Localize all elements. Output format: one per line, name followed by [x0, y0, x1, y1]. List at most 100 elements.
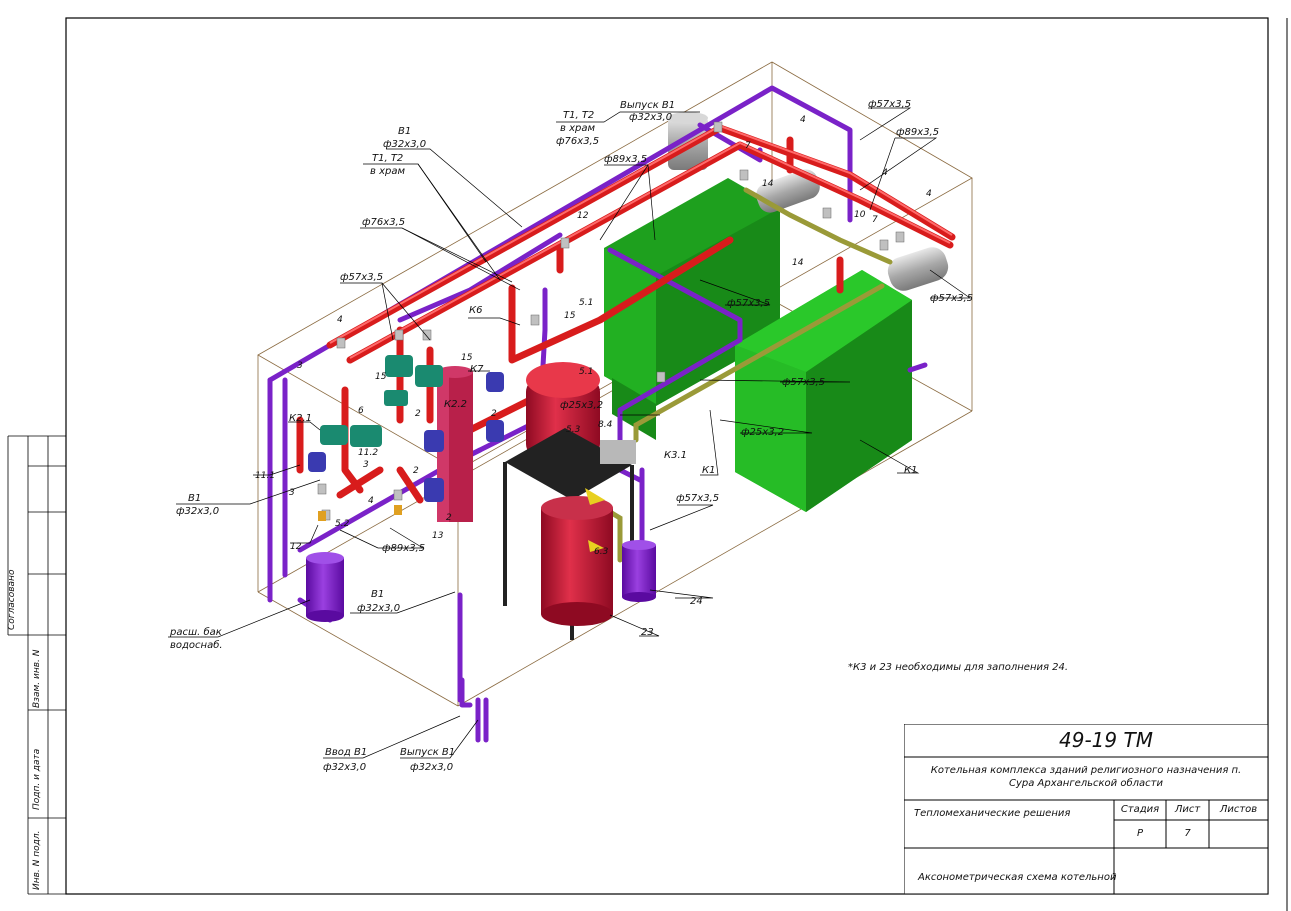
- tank-24: [622, 540, 656, 602]
- label: 5.1: [579, 367, 593, 377]
- label: ф57х3,5: [868, 99, 911, 110]
- label: 4: [882, 168, 888, 178]
- label: ф57х3,5: [782, 377, 825, 388]
- label: 14: [762, 179, 774, 189]
- label: ф57х3,5: [727, 298, 770, 309]
- label: 12: [290, 542, 302, 552]
- label: К3.1: [664, 450, 687, 461]
- label: водоснаб.: [170, 639, 223, 651]
- label: 13: [432, 531, 444, 541]
- label: Т1, Т2: [563, 110, 594, 121]
- stage-value: Р: [1136, 828, 1144, 839]
- title-block-grid: [904, 724, 1268, 894]
- label: 7: [745, 141, 751, 151]
- label: ф89х3,5: [604, 154, 647, 165]
- stage-header: Стадия: [1120, 804, 1160, 815]
- label: в храм: [560, 123, 595, 134]
- label: ф25х3,2: [560, 400, 603, 411]
- leader-lines: [168, 107, 972, 759]
- sheet-header: Лист: [1174, 804, 1201, 815]
- label: ф32х3,0: [383, 139, 426, 150]
- section-name: Тепломеханические решения: [914, 808, 1071, 819]
- label: 10: [854, 210, 866, 220]
- label: ф76х3,5: [362, 217, 405, 228]
- drawing-name: Аксонометрическая схема котельной: [918, 872, 1117, 883]
- label: 2: [491, 409, 497, 419]
- label: 5.3: [566, 425, 581, 435]
- label: расш. бак: [169, 626, 222, 638]
- label: 2: [415, 409, 421, 419]
- label: 7: [872, 215, 878, 225]
- label: Ввод В1: [325, 747, 367, 758]
- label: К1: [904, 465, 917, 476]
- label: 3: [363, 460, 369, 470]
- pump-group: [320, 355, 443, 447]
- label: ф25х3,2: [741, 427, 784, 438]
- label: ф57х3,5: [340, 272, 383, 283]
- document-code: 49-19 ТМ: [1059, 728, 1153, 752]
- label: В1: [371, 589, 384, 600]
- diagram-note: *К3 и 23 необходимы для заполнения 24.: [848, 661, 1068, 673]
- label: Выпуск В1: [400, 747, 455, 758]
- label: ф89х3,5: [382, 543, 425, 554]
- label: К1: [702, 465, 715, 476]
- storage-tank-23: [541, 496, 613, 626]
- label: К6: [469, 305, 482, 316]
- label: 14: [792, 258, 804, 268]
- label: 4: [337, 315, 343, 325]
- flue-right: [887, 247, 949, 291]
- label: 4: [926, 189, 932, 199]
- heating-pipes-highlight: [329, 124, 953, 359]
- label: 2: [413, 466, 419, 476]
- agreed-label: Согласовано: [7, 569, 17, 630]
- valve-yellow: [585, 488, 605, 552]
- project-name: Котельная комплекса зданий религиозного …: [930, 765, 1242, 789]
- label: К2.2: [444, 399, 467, 410]
- label: ф32х3,0: [176, 506, 219, 517]
- label: 3: [289, 488, 295, 498]
- label: ф32х3,0: [629, 112, 672, 123]
- label: 2: [446, 513, 452, 523]
- label: 3: [297, 361, 303, 371]
- side-stamp-grid: [7, 435, 66, 895]
- label: 15: [461, 353, 473, 363]
- flue-mid: [756, 169, 820, 213]
- label: в храм: [370, 166, 405, 177]
- label: К2.1: [289, 413, 312, 424]
- label: 12: [577, 211, 589, 221]
- label: 24: [690, 596, 703, 607]
- label: Выпуск В1: [620, 100, 675, 111]
- sheet-frame: [65, 17, 1269, 895]
- label: 11.2: [358, 448, 378, 458]
- label: 5.1: [579, 298, 593, 308]
- side-stamp: Согласовано Взам. инв. N Подп. и дата Ин…: [0, 0, 66, 911]
- labels: Выпуск В1 ф32х3,0 Т1, Т2 в храм ф76х3,5 …: [169, 99, 1068, 773]
- label: ф89х3,5: [896, 127, 939, 138]
- inv-no-label: Инв. N подл.: [32, 830, 42, 890]
- pump-bodies: [308, 372, 504, 502]
- label: В1: [188, 493, 201, 504]
- label: 4: [800, 115, 806, 125]
- label: 11.1: [255, 471, 275, 481]
- yellow-fittings: [318, 505, 402, 521]
- label: 15: [375, 372, 387, 382]
- label: 6.3: [594, 547, 609, 557]
- label: ф57х3,5: [676, 493, 719, 504]
- sheet-value: 7: [1184, 828, 1191, 839]
- sign-date-label: Подп. и дата: [32, 748, 42, 810]
- label: 23: [641, 627, 654, 638]
- label: 4: [368, 496, 374, 506]
- label: 15: [564, 311, 576, 321]
- sheets-header: Листов: [1219, 804, 1258, 815]
- tank-water-expansion: [306, 552, 344, 622]
- label: ф76х3,5: [556, 136, 599, 147]
- title-block: 49-19 ТМ Котельная комплекса зданий рели…: [904, 724, 1268, 894]
- replaces-label: Взам. инв. N: [32, 649, 42, 708]
- label: 8.4: [598, 420, 613, 430]
- label: В1: [398, 126, 411, 137]
- label: 5.2: [335, 519, 350, 529]
- label: ф32х3,0: [357, 603, 400, 614]
- label: К7: [470, 364, 484, 375]
